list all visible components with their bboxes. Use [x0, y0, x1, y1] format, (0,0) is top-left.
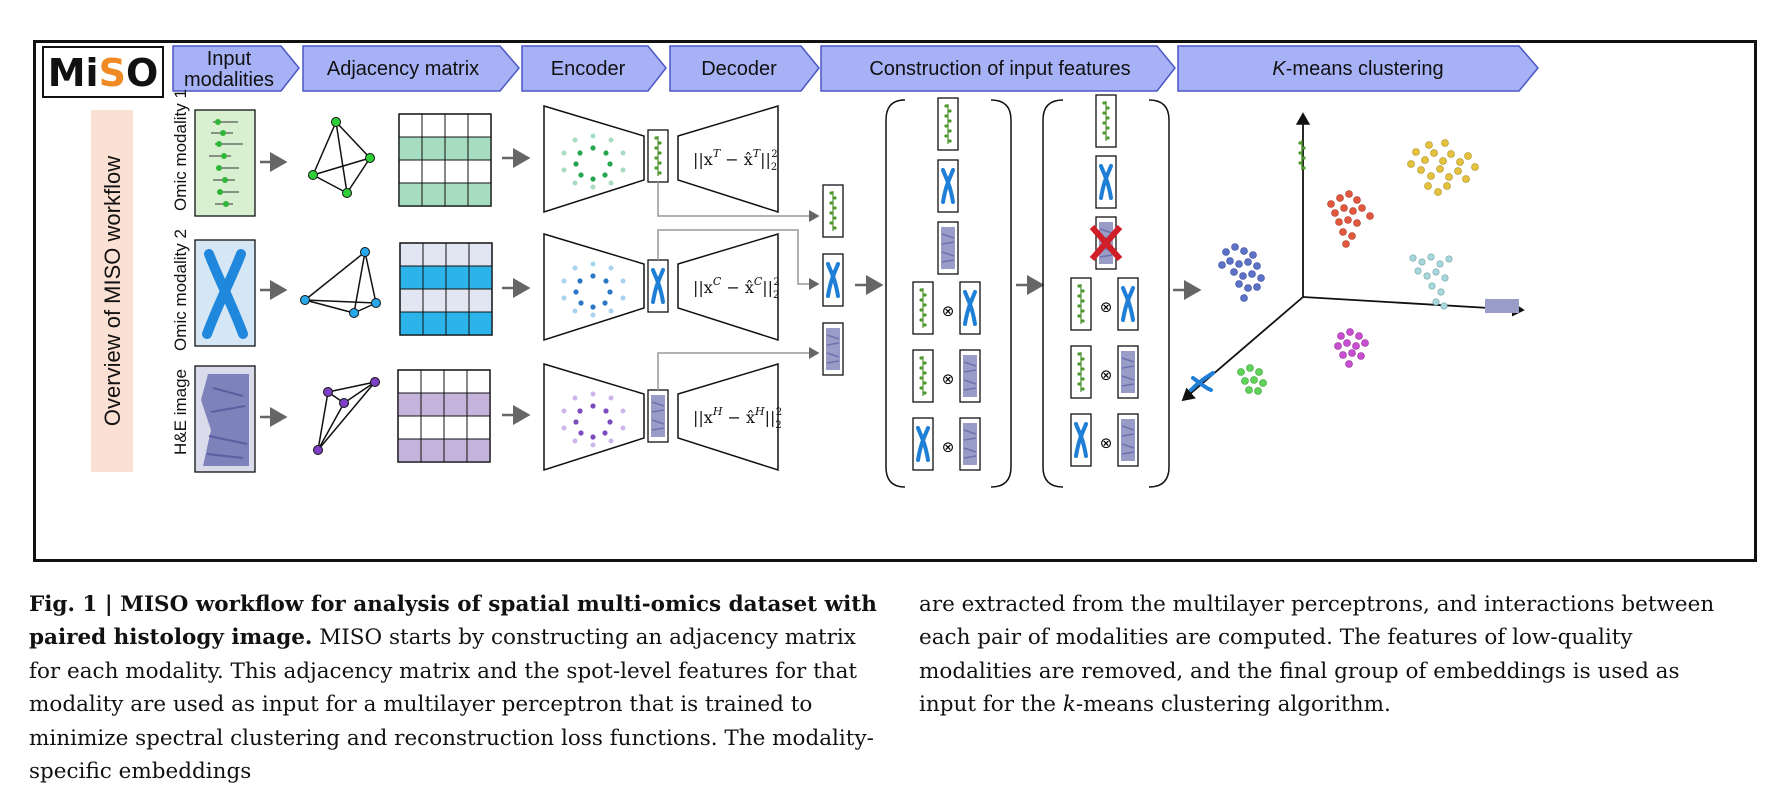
- svg-text:||xT − x̂T||22: ||xT − x̂T||22: [693, 147, 778, 173]
- caption-body-right-2: -means clustering algorithm.: [1075, 692, 1391, 718]
- decoder-omic1: ||xT − x̂T||22: [677, 104, 779, 214]
- caption-body-right-1: are extracted from the multilayer percep…: [919, 592, 1715, 718]
- axis-he-icon: [1485, 299, 1519, 313]
- svg-text:||xH − x̂H||22: ||xH − x̂H||22: [693, 405, 782, 431]
- svg-text:Construction of input features: Construction of input features: [869, 58, 1130, 80]
- svg-text:⊗: ⊗: [942, 302, 955, 320]
- embedding-he-icon: [647, 389, 669, 443]
- feature-group-filtered: ⊗ ⊗ ⊗: [1042, 94, 1170, 488]
- row-omic2: ||xC − x̂C||22: [194, 232, 780, 347]
- omic1-adjacency-matrix: [398, 113, 492, 207]
- omic1-input-image: [194, 109, 256, 217]
- svg-text:K-means clustering: K-means clustering: [1272, 58, 1443, 80]
- encoder-he: [543, 362, 645, 472]
- svg-text:Adjacency matrix: Adjacency matrix: [327, 58, 479, 80]
- svg-text:⊗: ⊗: [942, 438, 955, 456]
- svg-text:⊗: ⊗: [942, 370, 955, 388]
- removed-modality-icon: [1089, 225, 1123, 261]
- workflow-svg: MiSO Input modalities Adjacency matrix E…: [33, 40, 1757, 562]
- he-graph: [313, 377, 380, 455]
- svg-text:MiSO: MiSO: [48, 51, 159, 95]
- axis-chromosome-icon: [1189, 371, 1215, 392]
- embedding-omic1-icon: [647, 129, 669, 183]
- svg-text:⊗: ⊗: [1100, 434, 1113, 452]
- svg-text:modalities: modalities: [184, 69, 274, 91]
- row-he: ||xH − x̂H||22: [194, 362, 782, 473]
- cluster-magenta: [1334, 328, 1369, 368]
- svg-text:Decoder: Decoder: [701, 58, 777, 80]
- cluster-teal: [1409, 253, 1453, 310]
- axis-omic-icon: [1298, 140, 1306, 170]
- stage-construction-input-features: Construction of input features: [820, 45, 1176, 92]
- stacked-he-icon: [822, 322, 844, 376]
- omic1-graph: [308, 117, 375, 198]
- row-omic1: ||xT − x̂T||22: [194, 104, 779, 217]
- side-title: Overview of MISO workflow: [91, 110, 133, 472]
- he-input-image: [194, 365, 256, 473]
- svg-text:⊗: ⊗: [1100, 366, 1113, 384]
- row-label-omic1: Omic modality 1: [171, 89, 190, 211]
- stacked-omic2-icon: [821, 252, 845, 308]
- caption-left: Fig. 1 | MISO workflow for analysis of s…: [29, 588, 879, 788]
- cluster-green: [1237, 364, 1267, 395]
- embedding-connectors: [657, 182, 820, 390]
- he-adjacency-matrix: [397, 369, 491, 463]
- row-label-he: H&E image: [171, 369, 190, 455]
- kmeans-scatter: [1181, 112, 1525, 402]
- cluster-red: [1327, 190, 1374, 248]
- stage-decoder: Decoder: [669, 45, 820, 92]
- omic2-graph: [300, 247, 381, 318]
- miso-logo: MiSO: [42, 46, 164, 98]
- svg-text:||xC − x̂C||22: ||xC − x̂C||22: [693, 275, 780, 301]
- stage-kmeans-clustering: K-means clustering: [1177, 45, 1539, 92]
- svg-text:⊗: ⊗: [1100, 298, 1113, 316]
- workflow-diagram: MiSO Input modalities Adjacency matrix E…: [33, 40, 1757, 562]
- embedding-omic2-icon: [646, 258, 670, 314]
- cluster-blue: [1218, 243, 1265, 302]
- omic2-adjacency-matrix: [399, 242, 493, 336]
- caption-right: are extracted from the multilayer percep…: [919, 588, 1739, 722]
- stage-encoder: Encoder: [521, 45, 667, 92]
- stacked-omic1-icon: [822, 184, 844, 238]
- decoder-omic2: ||xC − x̂C||22: [677, 232, 780, 342]
- row-label-omic2: Omic modality 2: [171, 229, 190, 351]
- encoder-omic1: [543, 104, 645, 214]
- svg-text:Encoder: Encoder: [551, 58, 626, 80]
- stage-input-modalities: Input modalities: [172, 45, 300, 92]
- cluster-yellow: [1407, 139, 1479, 196]
- stage-adjacency-matrix: Adjacency matrix: [302, 45, 520, 92]
- encoder-omic2: [543, 232, 645, 342]
- svg-text:Input: Input: [207, 48, 252, 70]
- feature-group-all: ⊗ ⊗ ⊗: [885, 97, 1012, 488]
- caption-k: k: [1062, 692, 1076, 718]
- svg-text:Overview of MISO workflow: Overview of MISO workflow: [100, 156, 125, 426]
- caption-label: Fig. 1 | MISO workflow for analysis of s…: [29, 592, 877, 651]
- decoder-he: ||xH − x̂H||22: [677, 362, 782, 472]
